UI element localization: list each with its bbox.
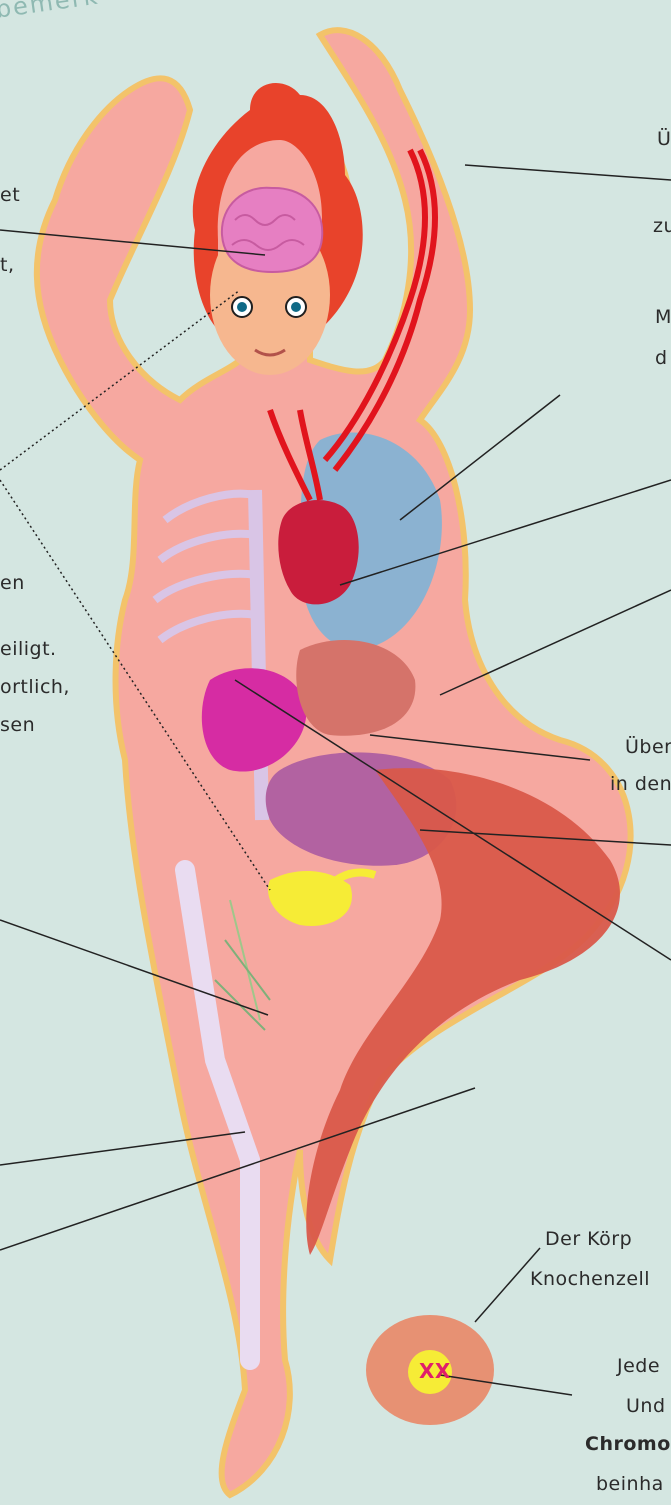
- label-left-5: ortlich,: [0, 678, 70, 697]
- label-left-3: en: [0, 574, 25, 593]
- label-right-4: d: [655, 349, 668, 368]
- label-left-1: et: [0, 186, 20, 205]
- label-right-11: Chromo: [585, 1435, 671, 1454]
- chromosome-xx-label: XX: [419, 1361, 451, 1381]
- label-right-12: beinha: [596, 1475, 664, 1494]
- label-right-10: Und: [626, 1397, 666, 1416]
- brain: [222, 188, 322, 272]
- label-right-8: Knochenzell: [530, 1270, 650, 1289]
- label-right-9: Jede: [617, 1357, 660, 1376]
- label-right-2: zu: [653, 217, 671, 236]
- label-right-5: Über: [625, 738, 671, 757]
- label-right-6: in den: [610, 775, 671, 794]
- label-right-7: Der Körp: [545, 1230, 632, 1249]
- heart: [278, 500, 358, 604]
- label-left-6: sen: [0, 716, 35, 735]
- label-left-4: eiligt.: [0, 640, 57, 659]
- label-left-2: t,: [0, 256, 15, 275]
- label-right-3: M: [655, 308, 671, 327]
- label-right-1: Ü: [657, 130, 671, 149]
